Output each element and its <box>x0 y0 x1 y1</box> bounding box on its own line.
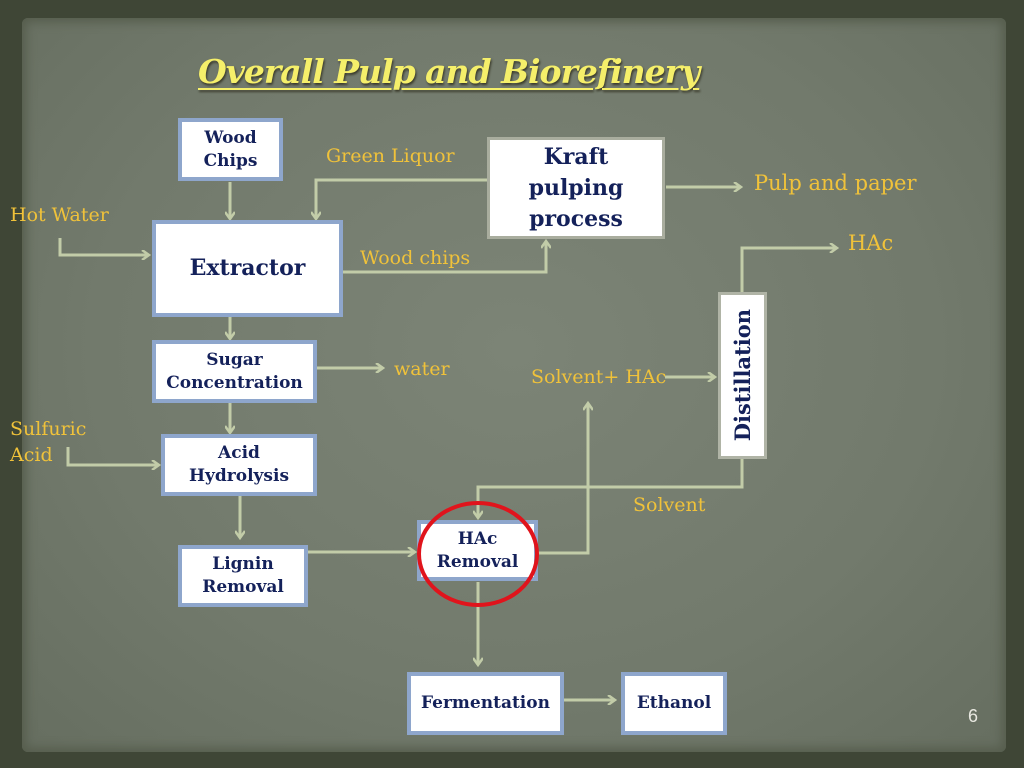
arrow-hac-solvent <box>537 404 588 555</box>
box-extractor: Extractor <box>152 220 343 317</box>
page-number: 6 <box>968 706 979 726</box>
box-ethanol: Ethanol <box>621 672 727 735</box>
arrow-green-liquor <box>316 178 487 218</box>
arrow-extractor-kraft <box>342 242 546 274</box>
label-wood-chips: Wood chips <box>360 247 471 269</box>
box-fermentation: Fermentation <box>407 672 564 735</box>
arrow-distillation-hac <box>740 248 836 292</box>
label-hot-water: Hot Water <box>10 204 109 226</box>
label-water: water <box>394 358 450 380</box>
label-solvent-hac: Solvent+ HAc <box>531 366 667 388</box>
label-solvent: Solvent <box>633 494 706 516</box>
label-hac: HAc <box>848 231 894 255</box>
arrow-hot-water <box>58 238 148 255</box>
slide-title: Overall Pulp and Biorefinery <box>198 52 700 91</box>
label-green-liquor: Green Liquor <box>326 145 455 167</box>
box-distillation: Distillation <box>718 292 767 459</box>
label-pulp-paper: Pulp and paper <box>754 171 917 195</box>
arrow-sulfuric-acid <box>66 447 158 465</box>
